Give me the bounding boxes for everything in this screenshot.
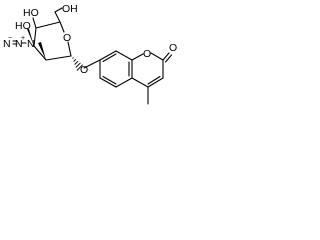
bond-c5-c6 [99, 77, 117, 88]
azide-group [12, 40, 27, 45]
chemical-structure-diagram: HO OH HO N N + N − O O O O [3, 3, 177, 105]
coumarin-ring [99, 50, 173, 105]
bond-o1-c2 [150, 52, 164, 61]
bond-c7-c8 [99, 50, 117, 61]
bond-c2-carbonyl-a [162, 52, 170, 61]
charge-n2: + [21, 35, 25, 42]
label-ring-o: O [63, 32, 71, 44]
label-ho-top: HO [23, 7, 39, 19]
bond-c4a-c5 [115, 77, 133, 88]
bond-c1-c2 [45, 55, 72, 61]
atom-labels: HO OH HO N N + N − O O O O [3, 3, 177, 76]
bond-c2-carbonyl-b [164, 54, 173, 63]
bond-oring-c1 [67, 41, 72, 57]
bond-c3-c4 [33, 27, 37, 47]
bond-c3-c4 [147, 77, 164, 88]
bond-c4-c5 [35, 21, 61, 29]
bond-c4-c4a [131, 77, 149, 88]
label-n3: N [3, 38, 11, 50]
bond-c8a-o1 [131, 53, 144, 61]
wedge-c2-n [38, 42, 46, 60]
label-carbonyl-o: O [169, 42, 177, 54]
bond-ch2-oh [54, 7, 63, 13]
bond-c5-oring [59, 21, 65, 33]
label-n1: N [27, 38, 35, 50]
wedge-c3-oh [27, 29, 34, 46]
label-ho-left: HO [15, 20, 31, 32]
bond-oglyco-c7 [83, 59, 101, 69]
bond-c3-c4-inner [147, 75, 161, 85]
sugar-ring [27, 7, 84, 71]
hash-c1-oglyco [72, 57, 84, 71]
label-n2: N [15, 38, 23, 50]
label-oh-top: OH [62, 3, 78, 15]
bond-c4-oh [32, 17, 37, 29]
bond-c7-c8-inner [102, 53, 117, 63]
label-coumarin-o: O [143, 48, 151, 60]
bond-c2-c3 [33, 45, 47, 61]
bond-c8-c8a [115, 50, 133, 61]
label-glyco-o: O [80, 64, 88, 76]
bond-c5-c6-inner [102, 75, 117, 85]
bond-c5-ch2 [54, 11, 61, 23]
charge-n3: − [8, 35, 12, 42]
